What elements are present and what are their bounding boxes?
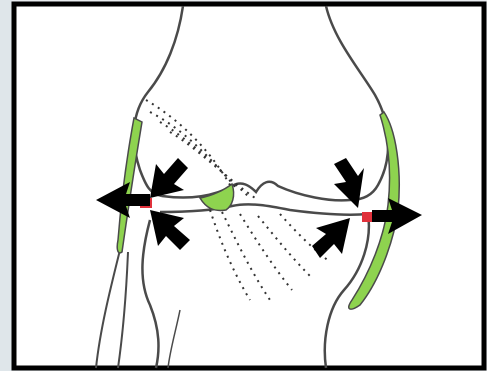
illustration-stage [0,0,487,371]
knee-joint-diagram [0,0,487,371]
